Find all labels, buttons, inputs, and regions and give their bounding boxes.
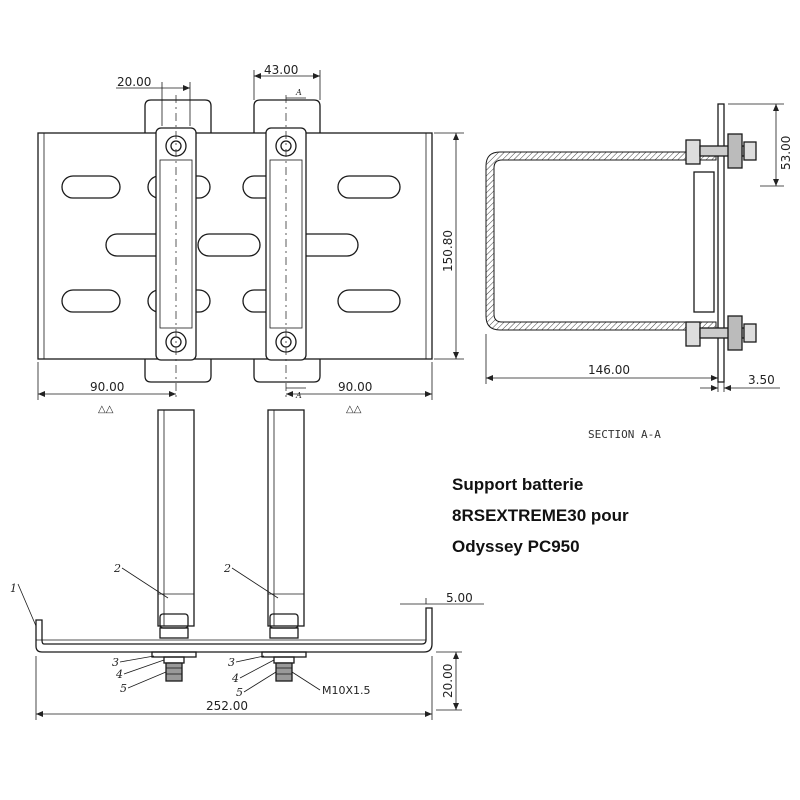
svg-text:3: 3 (112, 656, 119, 669)
svg-text:A: A (295, 88, 302, 97)
svg-text:△△: △△ (98, 404, 114, 415)
svg-text:90.00: 90.00 (338, 380, 372, 394)
dim-section-height: 53.00 (728, 103, 793, 187)
bracket-right (265, 95, 307, 400)
base-plate-front (35, 607, 433, 653)
svg-text:20.00: 20.00 (117, 75, 151, 89)
base-plate-outline (37, 132, 433, 360)
dim-right-offset: 90.00 △△ (286, 362, 433, 415)
top-tab-left (144, 99, 212, 133)
svg-text:53.00: 53.00 (779, 136, 793, 170)
dim-bracket-spacing: 43.00 (253, 63, 321, 100)
callouts: 1 2 2 3 4 5 3 4 5 M10X1.5 (10, 562, 371, 699)
upright-right (267, 409, 305, 627)
section-label: SECTION A-A (588, 428, 661, 441)
caption-line-2: 8RSEXTREME30 pour (452, 506, 629, 525)
dim-section-depth: 146.00 (485, 334, 718, 384)
front-view: 1 2 2 3 4 5 3 4 5 M10X1.5 5.00 (10, 409, 484, 720)
bolt-lower (685, 315, 757, 351)
upright-left (157, 409, 195, 627)
bottom-tab-left (144, 359, 212, 383)
dim-lip-height: 5.00 (400, 591, 484, 605)
caption-line-3: Odyssey PC950 (452, 537, 580, 556)
svg-text:5: 5 (120, 682, 127, 695)
svg-text:3: 3 (228, 656, 235, 669)
section-plate (717, 103, 725, 383)
dim-slot-width: 20.00 (116, 75, 191, 126)
bottom-tab-right (253, 359, 321, 383)
svg-text:△△: △△ (346, 404, 362, 415)
dim-height-top: 150.80 (434, 132, 464, 360)
section-view: 53.00 146.00 3.50 SECTION A-A (485, 103, 793, 441)
u-bracket-section (485, 151, 717, 331)
svg-text:2: 2 (223, 562, 231, 575)
bolt-underside-left (151, 651, 197, 682)
svg-text:4: 4 (115, 668, 123, 681)
bracket-left (155, 95, 197, 400)
bolt-upper (685, 133, 757, 169)
svg-text:2: 2 (113, 562, 121, 575)
svg-text:M10X1.5: M10X1.5 (322, 684, 371, 697)
dim-left-offset: 90.00 △△ (37, 362, 176, 415)
dim-section-thickness: 3.50 (700, 373, 780, 392)
dim-total-width: 252.00 (35, 656, 433, 720)
svg-text:252.00: 252.00 (206, 699, 248, 713)
slots (61, 175, 401, 313)
svg-text:20.00: 20.00 (441, 664, 455, 698)
svg-text:1: 1 (10, 582, 17, 595)
svg-text:4: 4 (231, 672, 239, 685)
svg-text:146.00: 146.00 (588, 363, 630, 377)
dim-total-height: 20.00 (436, 651, 462, 711)
svg-text:5.00: 5.00 (446, 591, 473, 605)
top-view: A A 20.00 43.00 150.80 90 (37, 63, 464, 415)
svg-text:5: 5 (236, 686, 243, 699)
svg-text:A: A (295, 391, 302, 400)
caption-line-1: Support batterie (452, 475, 583, 494)
svg-text:43.00: 43.00 (264, 63, 298, 77)
caption: Support batterie 8RSEXTREME30 pour Odyss… (452, 475, 629, 556)
top-tab-right (253, 99, 321, 133)
svg-text:90.00: 90.00 (90, 380, 124, 394)
svg-text:150.80: 150.80 (441, 230, 455, 272)
svg-text:3.50: 3.50 (748, 373, 775, 387)
